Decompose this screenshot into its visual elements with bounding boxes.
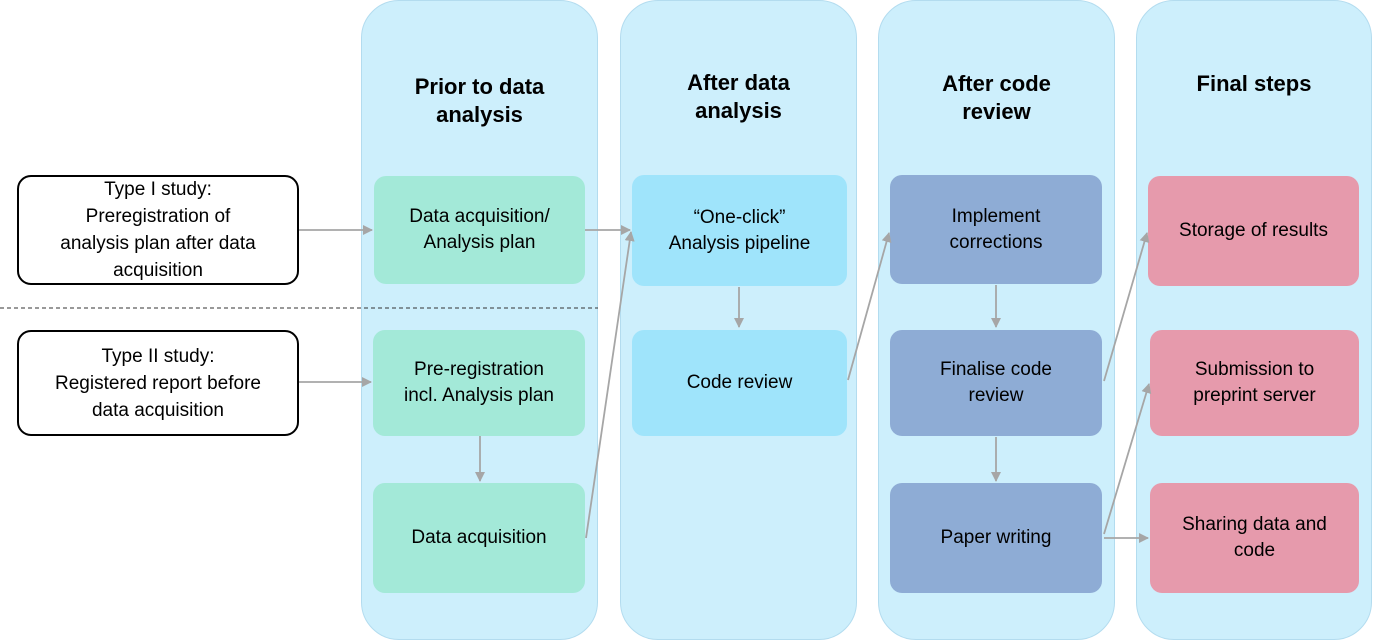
paper-writing-box: Paper writing <box>890 483 1102 593</box>
column-title: After code review <box>942 71 1051 124</box>
implement-corrections-box: Implement corrections <box>890 175 1102 284</box>
finalise-code-review-box: Finalise code review <box>890 330 1102 436</box>
arrow-finalise-to-storage <box>1103 232 1150 382</box>
analysis-pipeline-box: “One-click” Analysis pipeline <box>632 175 847 286</box>
submission-preprint-box: Submission to preprint server <box>1150 330 1359 436</box>
arrow-acq-to-pipeline <box>585 231 635 539</box>
arrow-paper-to-preprint <box>1103 383 1152 535</box>
storage-of-results-box: Storage of results <box>1148 176 1359 286</box>
column-title: Final steps <box>1196 71 1312 96</box>
code-review-box: Code review <box>632 330 847 436</box>
data-acquisition-analysis-plan-box: Data acquisition/ Analysis plan <box>374 176 585 284</box>
data-acquisition-box: Data acquisition <box>373 483 585 593</box>
type-2-study-box: Type II study: Registered report before … <box>17 330 299 436</box>
arrow-review-to-implement <box>847 232 892 381</box>
type-1-study-box: Type I study: Preregistration of analysi… <box>17 175 299 285</box>
pre-registration-box: Pre-registration incl. Analysis plan <box>373 330 585 436</box>
sharing-data-code-box: Sharing data and code <box>1150 483 1359 593</box>
column-title: After data analysis <box>687 70 790 123</box>
column-title: Prior to data analysis <box>414 74 545 127</box>
